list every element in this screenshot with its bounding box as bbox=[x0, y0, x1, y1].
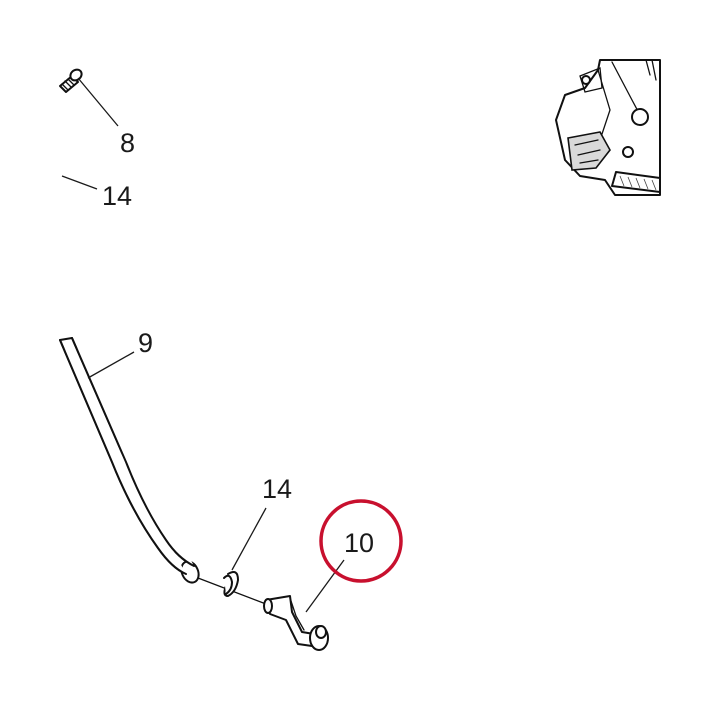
leader-line-8 bbox=[77, 77, 119, 127]
leader-line-14-clip bbox=[231, 507, 267, 571]
highlight-circle bbox=[319, 499, 403, 583]
pin-part-10 bbox=[263, 595, 329, 651]
callout-10: 10 bbox=[344, 528, 374, 558]
cable-part-9 bbox=[59, 337, 200, 584]
callout-14-top: 14 bbox=[102, 181, 132, 211]
leader-line-14-top bbox=[61, 175, 98, 190]
bracket-assembly bbox=[555, 59, 661, 196]
callout-8: 8 bbox=[120, 128, 135, 158]
clip-part-14 bbox=[223, 571, 239, 597]
leader-line-10 bbox=[305, 559, 345, 613]
callout-14-clip: 14 bbox=[262, 474, 292, 504]
leader-line-9 bbox=[87, 351, 135, 379]
callout-9: 9 bbox=[138, 328, 153, 358]
screw-part-8 bbox=[59, 68, 83, 93]
